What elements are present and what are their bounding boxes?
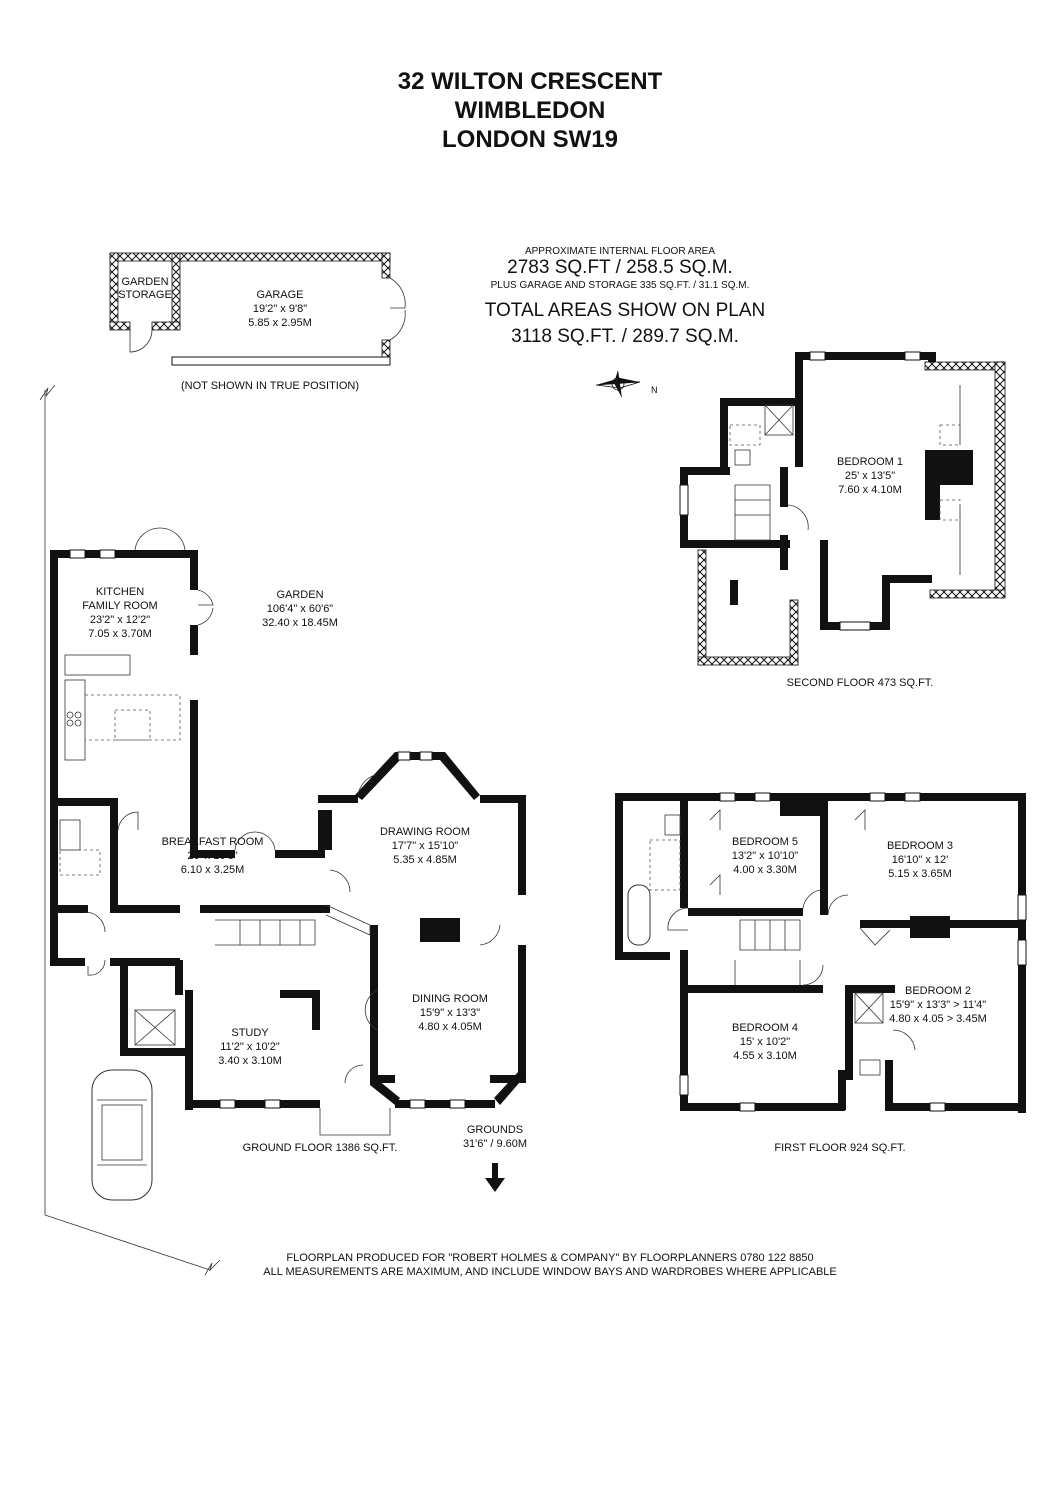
bedroom5-name: BEDROOM 5 <box>731 836 798 848</box>
first-floor-caption: FIRST FLOOR 924 SQ.FT. <box>774 1142 906 1154</box>
garden-name: GARDEN <box>276 589 324 601</box>
bedroom2-metric: 4.80 x 4.05 > 3.45M <box>889 1013 987 1025</box>
kitchen-name-1: KITCHEN <box>95 586 145 598</box>
address-line-2: WIMBLEDON <box>454 97 606 124</box>
dining-room-metric: 4.80 x 4.05M <box>418 1021 482 1033</box>
garden-metric: 32.40 x 18.45M <box>262 617 338 629</box>
breakfast-room-imperial: 20' x 10'8" <box>187 850 238 862</box>
bedroom3-metric: 5.15 x 3.65M <box>888 868 952 880</box>
footer-line-2: ALL MEASUREMENTS ARE MAXIMUM, AND INCLUD… <box>263 1266 837 1278</box>
bedroom4-name: BEDROOM 4 <box>731 1022 798 1034</box>
footer-line-1: FLOORPLAN PRODUCED FOR "ROBERT HOLMES & … <box>286 1252 814 1264</box>
drawing-room-imperial: 17'7" x 15'10" <box>391 840 459 852</box>
kitchen-metric: 7.05 x 3.70M <box>88 628 152 640</box>
ground-floor-plan <box>50 527 526 1136</box>
second-floor-plan <box>679 351 1006 666</box>
dining-room-imperial: 15'9" x 13'3" <box>419 1007 481 1019</box>
bedroom3-imperial: 16'10" x 12' <box>891 854 949 866</box>
garage-imperial: 19'2" x 9'8" <box>252 303 308 315</box>
compass-rose <box>595 370 641 398</box>
address-line-3: LONDON SW19 <box>441 126 618 153</box>
garage-block <box>109 252 406 366</box>
ground-floor-caption: GROUND FLOOR 1386 SQ.FT. <box>242 1142 398 1154</box>
kitchen-imperial: 23'2" x 12'2" <box>89 614 151 626</box>
breakfast-room-name: BREAKFAST ROOM <box>161 836 264 848</box>
bedroom4-imperial: 15' x 10'2" <box>739 1036 791 1048</box>
address-line-1: 32 WILTON CRESCENT <box>397 68 663 95</box>
bedroom4-metric: 4.55 x 3.10M <box>733 1050 797 1062</box>
garage-area-note: PLUS GARAGE AND STORAGE 335 SQ.FT. / 31.… <box>490 280 750 291</box>
second-floor-caption: SECOND FLOOR 473 SQ.FT. <box>786 677 934 689</box>
bedroom1-imperial: 25' x 13'5" <box>844 470 896 482</box>
bedroom1-metric: 7.60 x 4.10M <box>838 484 902 496</box>
bedroom2-imperial: 15'9" x 13'3" > 11'4" <box>889 999 987 1011</box>
compass-north-label: N <box>651 385 658 395</box>
grounds-value: 31'6" / 9.60M <box>462 1138 528 1150</box>
position-note: (NOT SHOWN IN TRUE POSITION) <box>180 380 360 392</box>
total-area-label: TOTAL AREAS SHOW ON PLAN <box>484 300 766 321</box>
bedroom2-name: BEDROOM 2 <box>904 985 971 997</box>
internal-area-value: 2783 SQ.FT / 258.5 SQ.M. <box>507 257 733 278</box>
car-outline <box>91 1069 153 1201</box>
site-boundary <box>39 384 221 1276</box>
kitchen-name-2: FAMILY ROOM <box>82 600 158 612</box>
bedroom5-imperial: 13'2" x 10'10" <box>731 850 799 862</box>
bedroom1-name: BEDROOM 1 <box>836 456 903 468</box>
bedroom5-metric: 4.00 x 3.30M <box>733 864 797 876</box>
study-imperial: 11'2" x 10'2" <box>220 1041 280 1053</box>
garden-storage-label-1: GARDEN <box>121 276 169 288</box>
garden-imperial: 106'4" x 60'6" <box>266 603 334 615</box>
first-floor-plan <box>615 792 1027 1113</box>
garage-metric: 5.85 x 2.95M <box>248 317 312 329</box>
study-name: STUDY <box>231 1027 269 1039</box>
garden-storage-label-2: STORAGE <box>118 289 172 301</box>
total-area-value: 3118 SQ.FT. / 289.7 SQ.M. <box>511 326 739 347</box>
dining-room-name: DINING ROOM <box>412 993 488 1005</box>
study-metric: 3.40 x 3.10M <box>218 1055 282 1067</box>
grounds-arrow-icon <box>485 1163 505 1192</box>
internal-area-label: APPROXIMATE INTERNAL FLOOR AREA <box>524 246 716 257</box>
drawing-room-metric: 5.35 x 4.85M <box>393 854 457 866</box>
grounds-label: GROUNDS <box>466 1124 524 1136</box>
bedroom3-name: BEDROOM 3 <box>886 840 953 852</box>
breakfast-room-metric: 6.10 x 3.25M <box>180 864 245 876</box>
garage-name: GARAGE <box>256 289 304 301</box>
drawing-room-name: DRAWING ROOM <box>379 826 471 838</box>
